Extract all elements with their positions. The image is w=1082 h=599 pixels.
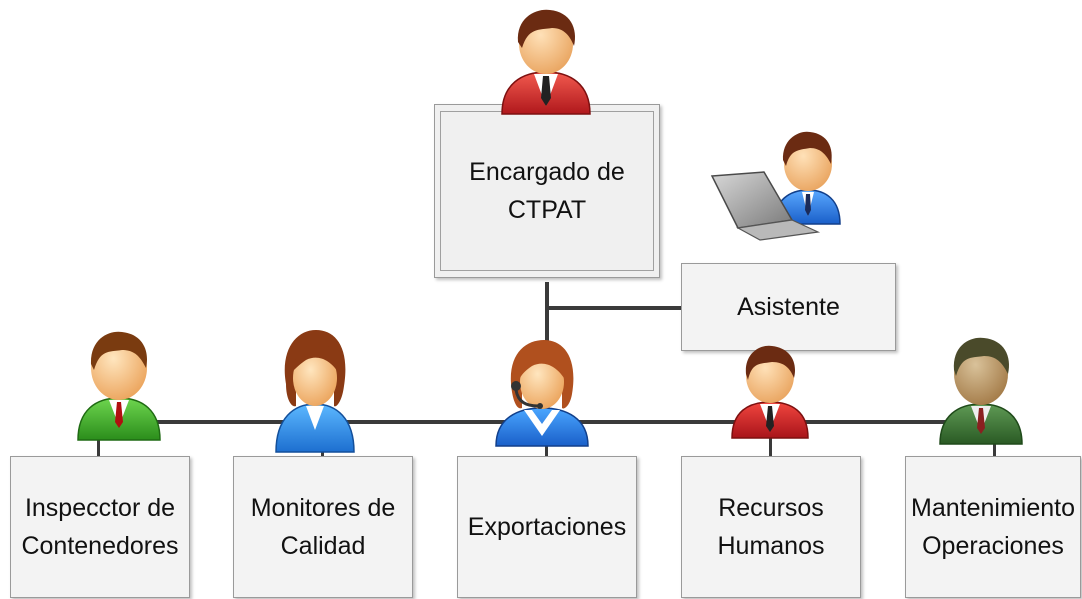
person-dark-green-suit-icon [936, 334, 1026, 446]
department-label-4: Recursos Humanos [717, 494, 825, 560]
department-node-1[interactable]: Inspecctor de Contenedores [10, 456, 190, 598]
department-node-5[interactable]: Mantenimiento Operaciones [905, 456, 1081, 598]
root-node-label: Encargado de CTPAT [469, 158, 625, 224]
department-label-3: Exportaciones [467, 513, 627, 541]
department-node-2[interactable]: Monitores de Calidad [233, 456, 413, 598]
department-node-3[interactable]: Exportaciones [457, 456, 637, 598]
manager-red-suit-icon [494, 6, 598, 116]
root-node[interactable]: Encargado de CTPAT [434, 104, 660, 278]
headset-woman-icon [494, 336, 590, 448]
department-label-5: Mantenimiento Operaciones [911, 494, 1075, 560]
department-label-1: Inspecctor de Contenedores [21, 494, 179, 560]
assistant-connector [545, 306, 682, 310]
assistant-laptop-icon [710, 124, 844, 242]
person-red-suit-icon [728, 344, 812, 440]
department-label-2: Monitores de Calidad [250, 494, 396, 560]
woman-blue-suit-icon [272, 326, 358, 454]
dept-drop-4 [769, 422, 772, 456]
assistant-node[interactable]: Asistente [681, 263, 896, 351]
person-green-suit-icon [74, 326, 164, 442]
assistant-node-label: Asistente [737, 293, 840, 321]
department-node-4[interactable]: Recursos Humanos [681, 456, 861, 598]
